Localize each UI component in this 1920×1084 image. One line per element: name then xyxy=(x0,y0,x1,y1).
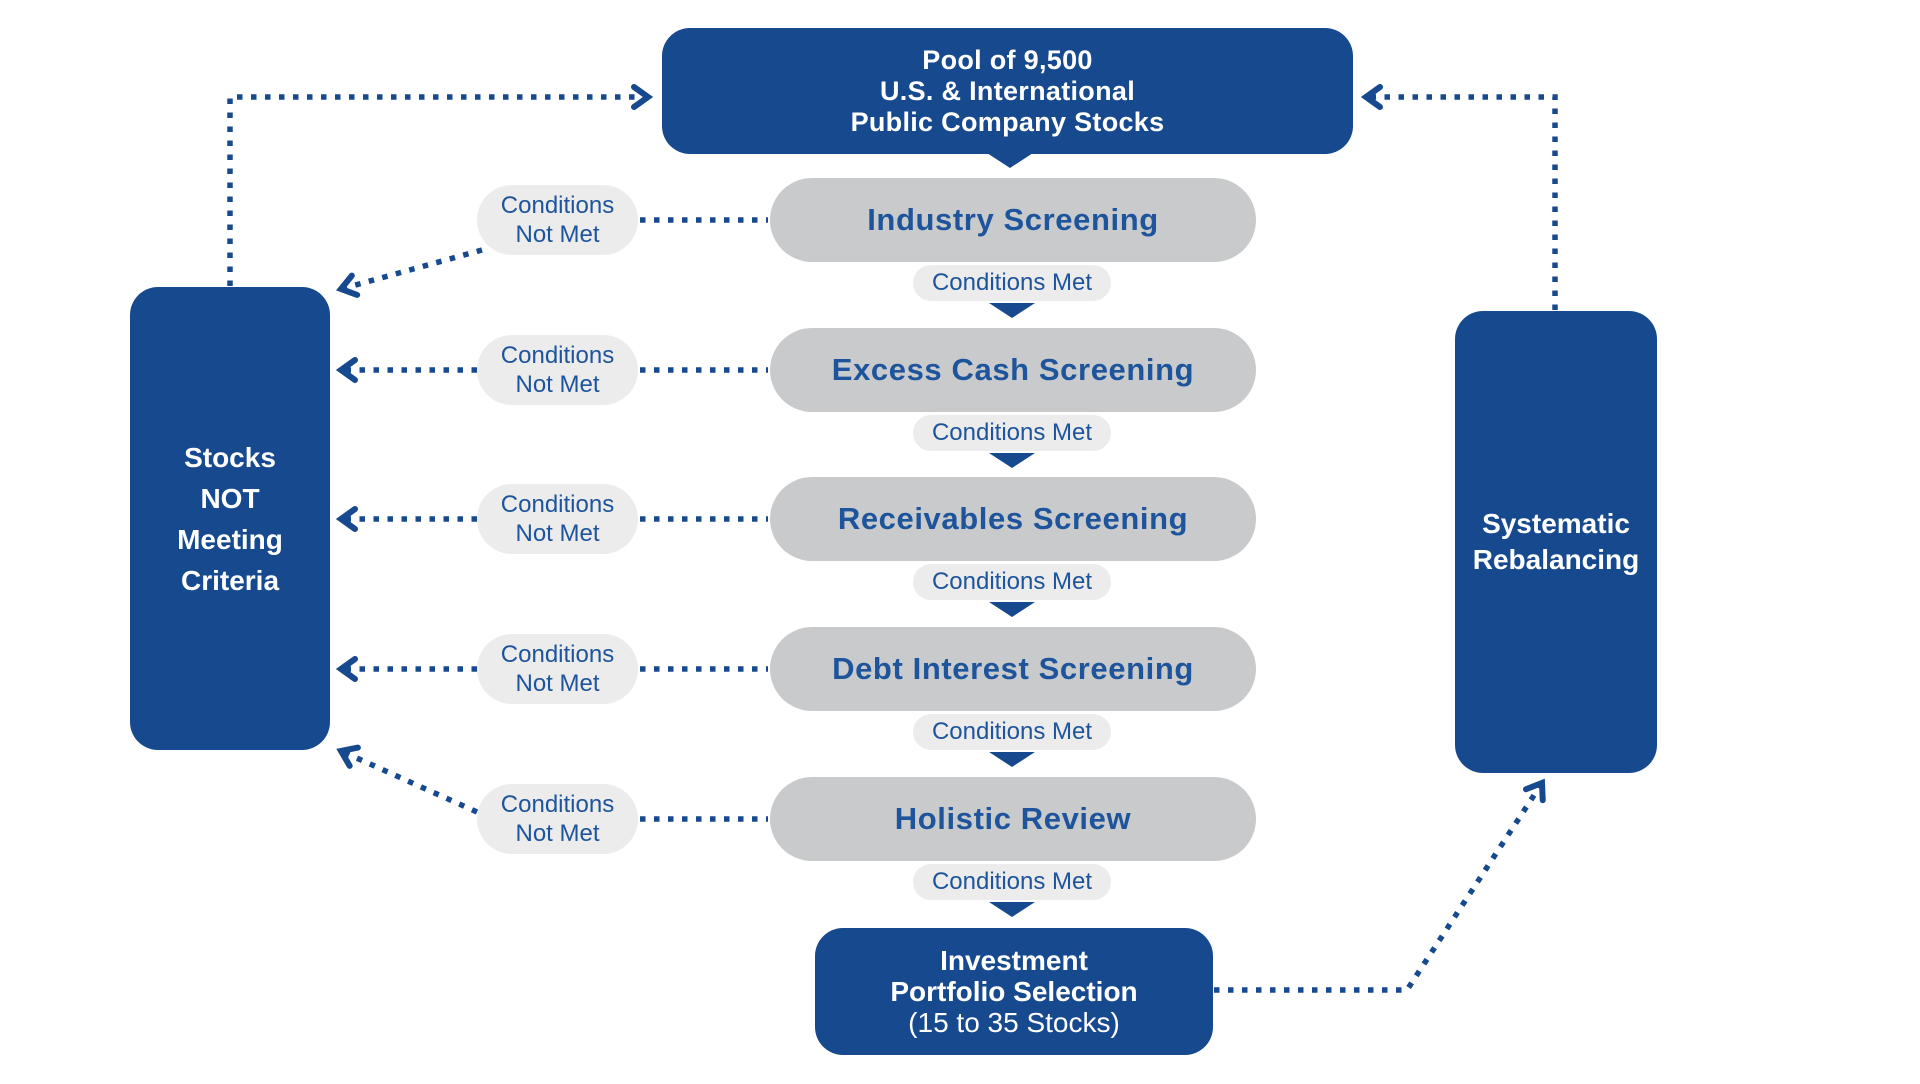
stage-box-industry-screening: Industry Screening xyxy=(770,178,1256,262)
bottom-box-line3: (15 to 35 Stocks) xyxy=(908,1007,1120,1038)
left-box-line3: Meeting xyxy=(177,523,283,555)
right-box-line2: Rebalancing xyxy=(1472,544,1640,575)
conditions-met-pill-1: Conditions Met xyxy=(913,265,1111,301)
conditions-met-label: Conditions Met xyxy=(931,568,1093,595)
stage-box-holistic-review: Holistic Review xyxy=(770,777,1256,861)
conditions-not-met-line2: Not Met xyxy=(515,820,600,847)
conditions-not-met-line2: Not Met xyxy=(515,221,600,248)
conditions-met-label: Conditions Met xyxy=(931,269,1093,296)
conditions-met-pill-4: Conditions Met xyxy=(913,714,1111,750)
conditions-not-met-pill-4: Conditions Not Met xyxy=(477,634,638,704)
conditions-met-label: Conditions Met xyxy=(931,868,1093,895)
conditions-not-met-pill-5: Conditions Not Met xyxy=(477,784,638,854)
pool-box-line1: Pool of 9,500 xyxy=(922,44,1093,75)
stage-box-debt-interest-screening: Debt Interest Screening xyxy=(770,627,1256,711)
down-arrow-1 xyxy=(989,303,1035,318)
conditions-met-pill-2: Conditions Met xyxy=(913,415,1111,451)
conditions-met-label: Conditions Met xyxy=(931,718,1093,745)
pool-box-line2: U.S. & International xyxy=(879,75,1136,106)
conditions-not-met-line1: Conditions xyxy=(500,342,615,369)
conditions-not-met-line1: Conditions xyxy=(500,641,615,668)
conditions-not-met-line2: Not Met xyxy=(515,371,600,398)
left-box-line2: NOT xyxy=(200,482,260,514)
bottom-box-line1: Investment xyxy=(940,945,1088,976)
left-box-line4: Criteria xyxy=(180,564,280,596)
down-arrow-4 xyxy=(989,752,1035,767)
bottom-box-line2: Portfolio Selection xyxy=(890,976,1138,1007)
stage-label: Holistic Review xyxy=(894,801,1132,836)
conditions-not-met-line2: Not Met xyxy=(515,520,600,547)
down-arrow-2 xyxy=(989,453,1035,468)
investment-portfolio-selection-box: Investment Portfolio Selection (15 to 35… xyxy=(815,928,1213,1055)
stage-label: Receivables Screening xyxy=(837,501,1189,536)
conditions-not-met-line1: Conditions xyxy=(500,192,615,219)
connector-notmet5-to-leftbox xyxy=(336,744,479,815)
pool-box-down-pointer xyxy=(987,153,1033,168)
pool-box: Pool of 9,500 U.S. & International Publi… xyxy=(662,28,1353,154)
conditions-met-label: Conditions Met xyxy=(931,419,1093,446)
connector-notmet1-to-leftbox xyxy=(336,247,483,298)
stage-label: Debt Interest Screening xyxy=(832,651,1194,686)
down-arrow-5 xyxy=(989,902,1035,917)
stage-box-excess-cash-screening: Excess Cash Screening xyxy=(770,328,1256,412)
pool-box-line3: Public Company Stocks xyxy=(850,106,1165,137)
conditions-not-met-pill-3: Conditions Not Met xyxy=(477,484,638,554)
connector-portfolio-to-rebalancing xyxy=(1214,778,1546,993)
conditions-not-met-pill-2: Conditions Not Met xyxy=(477,335,638,405)
stage-label: Excess Cash Screening xyxy=(831,352,1195,387)
stage-box-receivables-screening: Receivables Screening xyxy=(770,477,1256,561)
systematic-rebalancing-box: Systematic Rebalancing xyxy=(1455,311,1657,773)
conditions-not-met-line1: Conditions xyxy=(500,791,615,818)
stage-label: Industry Screening xyxy=(867,202,1159,237)
conditions-not-met-pill-1: Conditions Not Met xyxy=(477,185,638,255)
conditions-met-pill-3: Conditions Met xyxy=(913,564,1111,600)
right-box-line1: Systematic xyxy=(1482,508,1630,539)
stocks-not-meeting-criteria-box: Stocks NOT Meeting Criteria xyxy=(130,287,330,750)
conditions-not-met-line1: Conditions xyxy=(500,491,615,518)
conditions-not-met-line2: Not Met xyxy=(515,670,600,697)
down-arrow-3 xyxy=(989,602,1035,617)
left-box-line1: Stocks xyxy=(184,441,276,473)
conditions-met-pill-5: Conditions Met xyxy=(913,864,1111,900)
connector-rebalancing-to-pool xyxy=(1360,84,1558,310)
